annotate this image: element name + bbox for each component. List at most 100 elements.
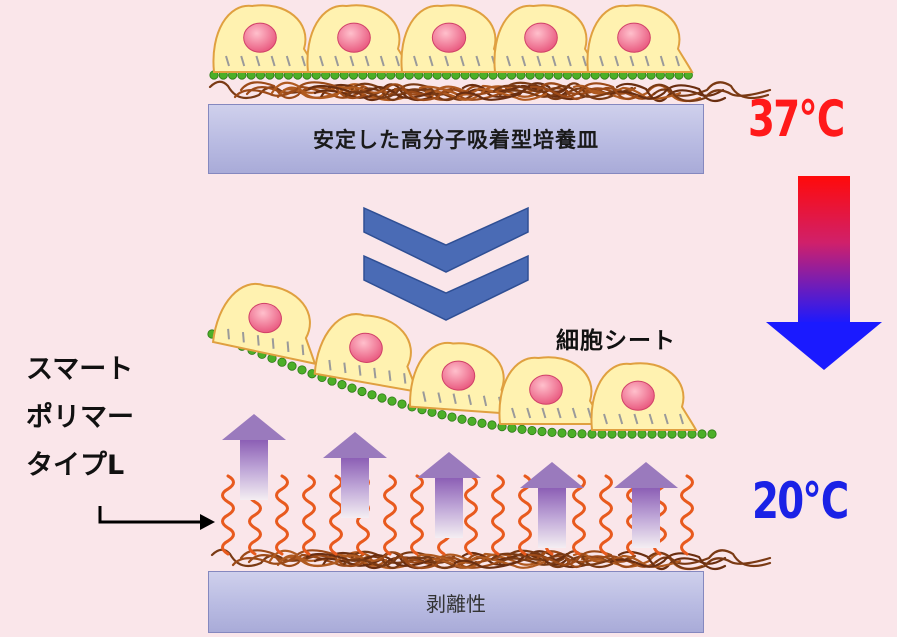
polymer-strand: [305, 552, 433, 567]
adhesion-mark: [659, 55, 665, 67]
arrow-head: [520, 462, 584, 488]
polymer-strand: [307, 84, 435, 99]
polymer-strand: [231, 549, 365, 568]
polymer-chain: [221, 474, 235, 556]
adhesion-bead: [467, 416, 477, 426]
polymer-strand: [430, 84, 544, 98]
arrow-head: [417, 452, 481, 478]
adhesion-mark: [511, 407, 516, 419]
polymer-chain: [680, 474, 694, 556]
adhesion-mark: [256, 335, 260, 346]
cell: [493, 4, 601, 73]
adhesion-mark: [334, 55, 340, 67]
adhesion-mark: [459, 55, 465, 67]
polymer-chain: [302, 474, 316, 556]
smart-polymer-line-1: スマート: [26, 354, 134, 385]
polymer-chain: [572, 474, 586, 556]
polymer-chain: [491, 474, 505, 556]
stable-dish-plate: 安定した高分子吸着型培養皿: [208, 104, 704, 174]
adhesion-bead: [397, 399, 407, 409]
cell-nucleus: [524, 22, 558, 53]
adhesion-mark: [566, 55, 572, 67]
polymer-strand: [461, 551, 569, 566]
cell-nucleus: [621, 380, 655, 411]
adhesion-bead: [487, 420, 497, 430]
release-up-arrow-icon: [614, 462, 678, 548]
release-up-arrow-icon: [520, 462, 584, 548]
cell-sheet-detached: [211, 282, 698, 431]
arrow-head: [323, 432, 387, 458]
polymer-tangle-top: [208, 80, 772, 103]
cell: [306, 4, 414, 73]
adhesion-bead: [447, 412, 457, 422]
polymer-strand: [268, 549, 388, 568]
adhesion-mark: [644, 55, 650, 67]
temperature-hot-label: 37℃: [748, 90, 845, 148]
adhesion-bead: [577, 429, 587, 439]
adhesion-mark: [663, 413, 669, 425]
adhesion-mark: [675, 55, 680, 67]
cell: [212, 4, 320, 73]
adhesion-bead: [357, 386, 367, 397]
adhesion-bead: [557, 428, 567, 438]
adhesion-mark: [241, 331, 245, 343]
adhesion-bead: [677, 429, 687, 439]
adhesion-mark: [270, 55, 276, 67]
adhesion-mark: [227, 328, 230, 340]
adhesion-mark: [467, 394, 472, 406]
cell: [313, 313, 419, 393]
adhesion-mark: [358, 365, 362, 376]
smart-polymer-line-3: タイプL: [26, 450, 125, 481]
adhesion-mark: [571, 407, 577, 419]
adhesion-bead: [627, 429, 637, 439]
adhesion-bead: [437, 410, 447, 420]
adhesion-mark: [388, 370, 392, 382]
adhesion-mark: [475, 55, 481, 67]
arrow-head: [222, 414, 286, 440]
adhesion-mark: [428, 55, 434, 67]
polymer-strand: [492, 84, 616, 98]
polymer-strand: [233, 81, 367, 100]
arrow-shaft: [538, 488, 566, 548]
release-label: 剥離性: [426, 591, 486, 616]
release-up-arrows: [222, 414, 678, 548]
polymer-strand: [276, 85, 388, 99]
polymer-strand: [432, 552, 546, 566]
polymer-strand: [646, 551, 772, 571]
adhesion-bead: [607, 429, 617, 439]
adhesion-bead: [387, 396, 397, 406]
smart-polymer-label: スマート ポリマー タイプL: [26, 346, 134, 490]
adhesion-mark: [614, 55, 620, 67]
polymer-chain: [599, 474, 613, 556]
polymer-chain: [329, 474, 343, 556]
adhesion-mark: [286, 341, 290, 352]
adhesion-mark: [437, 392, 442, 403]
adhesion-bead: [277, 357, 287, 367]
cell-nucleus: [529, 374, 563, 405]
adhesion-bead: [657, 429, 667, 439]
polymer-strand: [270, 81, 390, 100]
adhesion-bead: [597, 429, 607, 439]
adhesion-mark: [343, 362, 347, 374]
adhesion-bead: [617, 429, 627, 439]
adhesion-bead: [477, 418, 487, 428]
adhesion-mark: [413, 55, 418, 67]
arrow-shaft: [632, 488, 660, 548]
temperature-cold-label: 20℃: [752, 472, 849, 530]
release-up-arrow-icon: [323, 432, 387, 518]
polymer-strand: [418, 85, 548, 101]
polymer-strand: [498, 550, 614, 569]
adhesion-mark: [255, 55, 261, 67]
adhesion-bead: [647, 429, 657, 439]
adhesion-mark: [506, 55, 511, 67]
adhesion-mark: [633, 413, 639, 425]
adhesion-bead: [547, 427, 557, 437]
adhesion-mark: [629, 55, 635, 67]
pointer-arrow-icon: [98, 506, 215, 530]
adhesion-mark: [551, 55, 557, 67]
polymer-strand: [529, 82, 639, 101]
adhesion-bead: [507, 423, 517, 433]
polymer-chain: [518, 474, 532, 556]
release-up-arrow-icon: [417, 452, 481, 538]
